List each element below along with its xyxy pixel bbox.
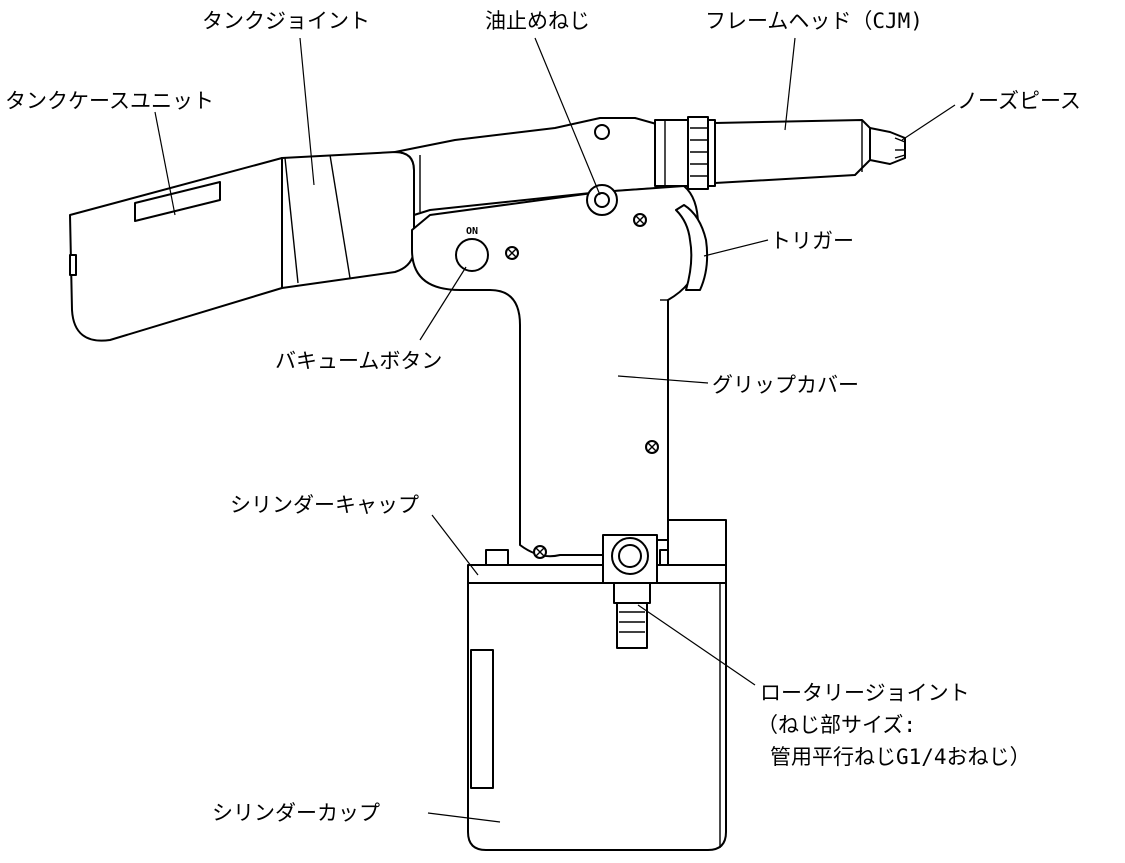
leader-tank-joint — [299, 37, 315, 186]
collar-band — [687, 116, 709, 190]
label-grip-cover: グリップカバー — [712, 373, 859, 397]
label-rotary-joint-note-1: （ねじ部サイズ: — [757, 713, 916, 737]
on-marking: ON — [466, 226, 478, 237]
trigger-body — [675, 204, 709, 291]
label-trigger: トリガー — [770, 229, 854, 253]
barrel-screw — [594, 124, 610, 140]
nose-line-3 — [894, 154, 906, 159]
label-vacuum-button: バキュームボタン — [275, 349, 442, 373]
leader-tank-case — [154, 111, 176, 216]
nose-piece — [869, 127, 906, 165]
label-tank-case-unit: タンクケースユニット — [5, 89, 214, 113]
rotary-joint-fitting — [616, 602, 648, 649]
leader-frame-head — [784, 37, 796, 131]
label-rotary-joint: ロータリージョイント — [760, 681, 970, 705]
rotary-joint-stem — [613, 582, 651, 604]
housing-screw-1 — [633, 213, 647, 227]
leader-trigger — [703, 239, 769, 257]
label-nose-piece: ノーズピース — [957, 89, 1081, 113]
tank-case-body — [69, 157, 283, 342]
leader-nose-piece — [901, 104, 956, 141]
cylinder-cup — [467, 582, 727, 851]
nose-line-1 — [894, 137, 906, 143]
label-cylinder-cap: シリンダーキャップ — [230, 493, 419, 517]
label-tank-joint: タンクジョイント — [202, 9, 370, 33]
leader-oil-stop — [534, 37, 601, 196]
leader-vacuum-button — [419, 266, 467, 341]
housing-screw-3 — [645, 440, 659, 454]
housing-screw-4 — [533, 545, 547, 559]
leader-grip-cover — [617, 375, 709, 384]
cap-riser — [667, 519, 727, 566]
label-oil-stop-screw: 油止めねじ — [485, 9, 590, 33]
grip-housing — [411, 185, 699, 558]
housing-screw-2 — [505, 246, 519, 260]
label-rotary-joint-note-2: 管用平行ねじG1/4おねじ） — [770, 745, 1031, 769]
leader-cylinder-cup — [427, 812, 501, 823]
cylinder-cup-window — [470, 649, 494, 789]
leader-cylinder-cap — [431, 514, 479, 576]
rotary-joint-nut-inner — [618, 544, 642, 568]
tank-joint-ring-1 — [284, 157, 299, 284]
tank-joint-ring-2 — [329, 154, 351, 279]
vacuum-button — [455, 238, 489, 272]
oil-stop-screw-inner — [594, 192, 610, 208]
cylinder-cap — [467, 564, 727, 584]
label-frame-head: フレームヘッド（CJM) — [705, 9, 923, 33]
tank-case-window — [134, 181, 221, 222]
tank-case-rear-knob — [69, 254, 77, 276]
cap-block-left — [485, 549, 509, 566]
leader-rotary-joint — [637, 604, 756, 686]
frame-head — [714, 119, 871, 184]
label-cylinder-cup: シリンダーカップ — [212, 801, 380, 825]
